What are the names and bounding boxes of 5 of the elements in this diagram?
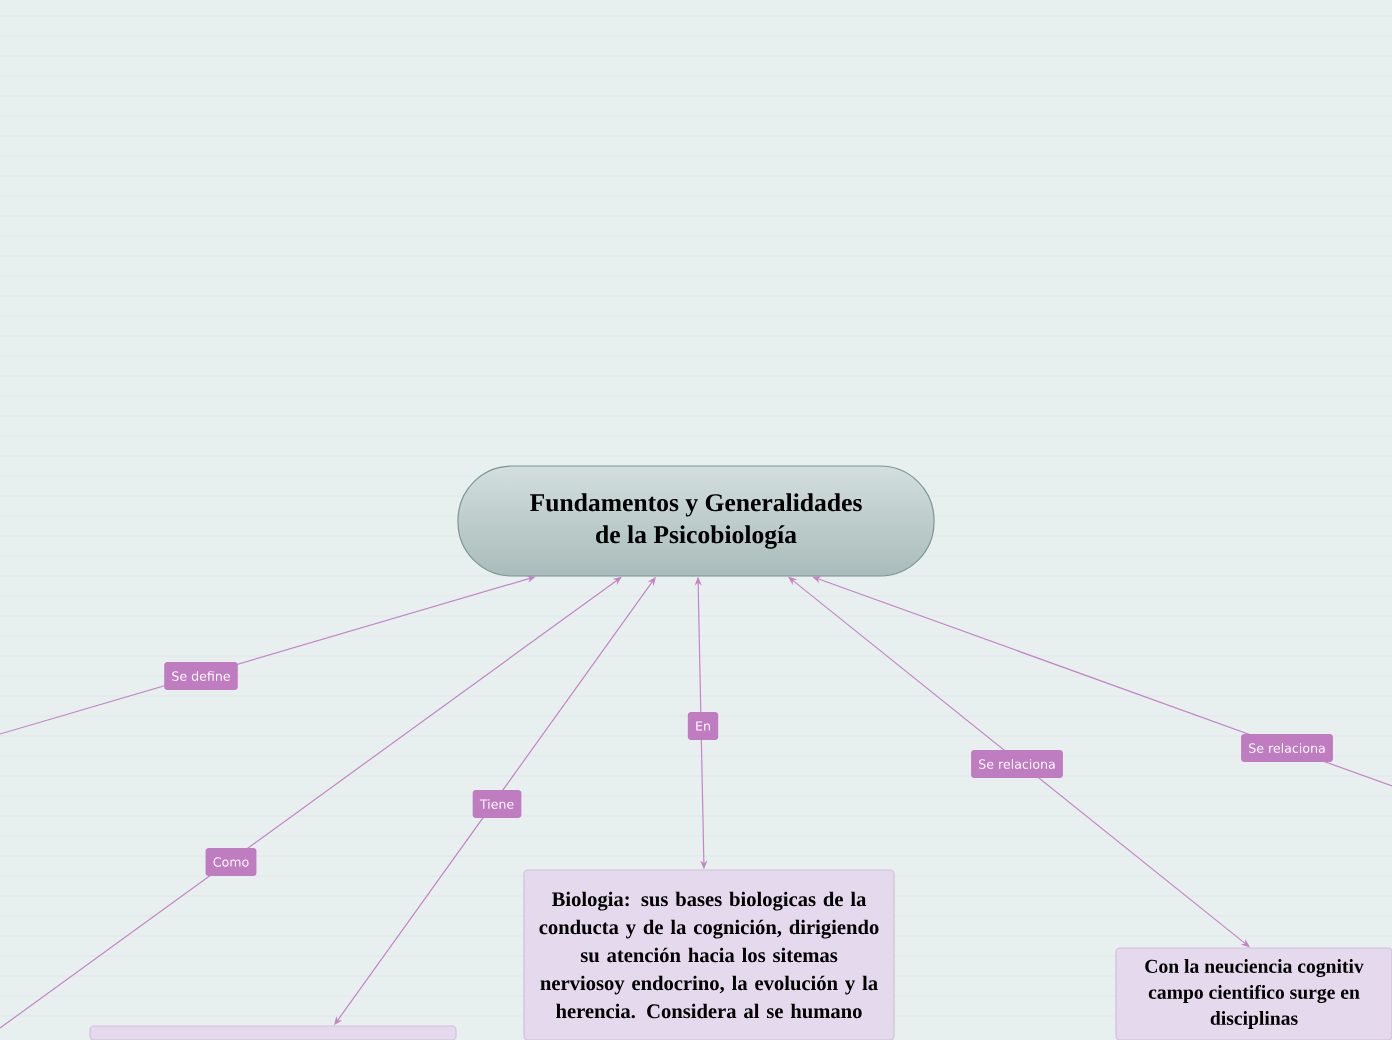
- concept-box: Con la neuciencia cognitiv campo cientifico surge en disciplinas: [1115, 947, 1392, 1040]
- empty-box: [89, 1025, 457, 1040]
- arrow: [0, 576, 622, 1029]
- concept-box: Biologia: sus bases biologicas de la conducta y de la cognición, dirigiendo su atención hacia los sitemas nerviosoy endocrino, la evolución y la herencia. Considera al se humano: [523, 869, 895, 1040]
- topic-box: Fundamentos y Generalidades de la Psicobiología: [457, 465, 935, 577]
